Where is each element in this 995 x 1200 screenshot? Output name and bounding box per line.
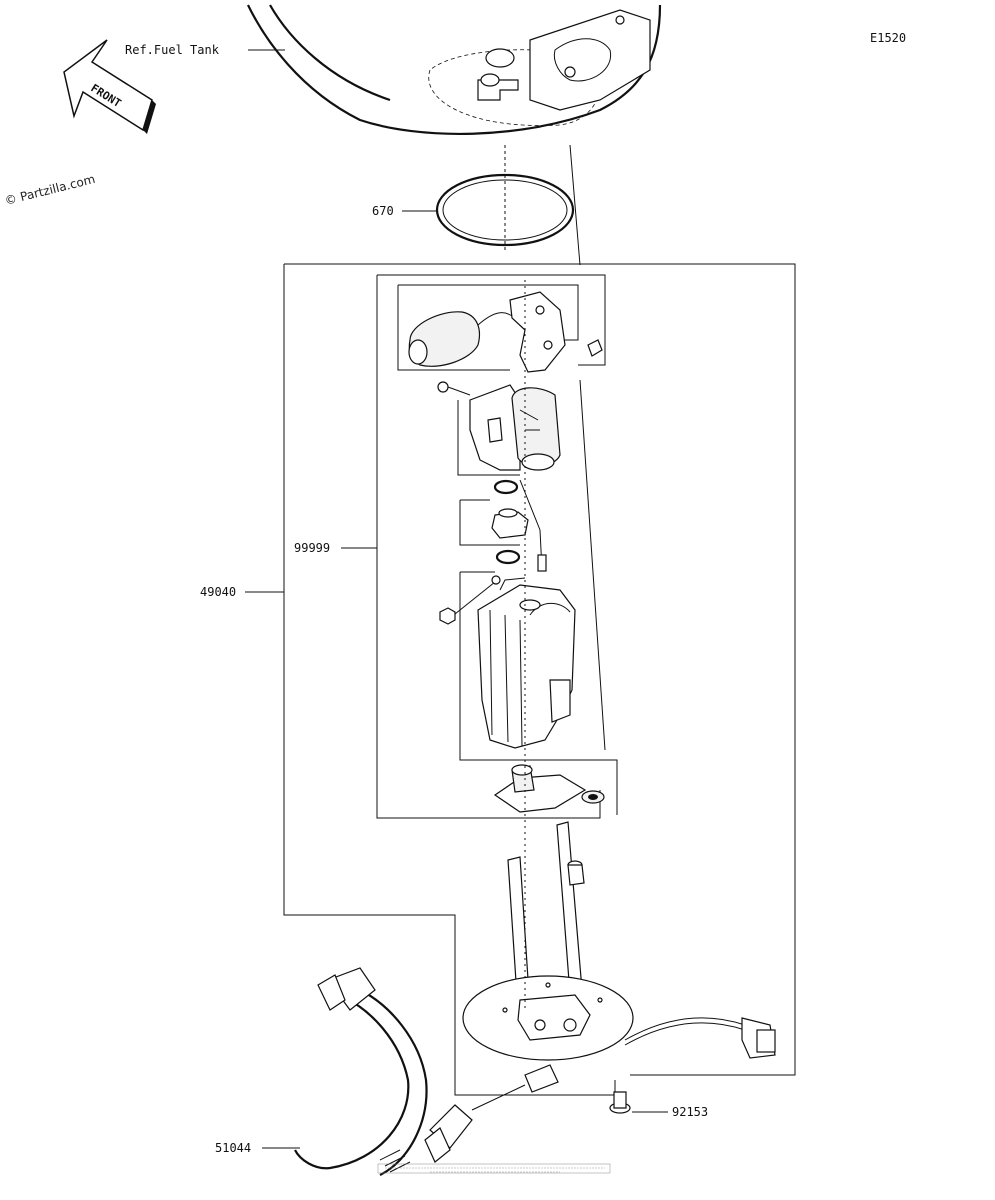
fuel-filter-housing	[477, 577, 576, 749]
bottom-filter	[493, 764, 587, 813]
ref-fuel-tank-label: Ref.Fuel Tank	[125, 43, 220, 57]
grommet	[581, 790, 605, 804]
callout-99999: 99999	[294, 541, 330, 555]
callout-92153: 92153	[672, 1105, 708, 1119]
nut	[439, 575, 501, 625]
bracket-99999	[377, 274, 606, 366]
hose-connect-line	[471, 1084, 526, 1111]
callout-51044: 51044	[215, 1141, 251, 1155]
pressure-regulator	[491, 508, 529, 539]
front-arrow-icon: FRONT	[63, 39, 156, 134]
o-ring-lower	[495, 549, 521, 565]
fuel-pump-motor	[469, 384, 561, 471]
fuel-hose-51044	[294, 967, 473, 1176]
fuel-level-sender	[408, 291, 603, 373]
watermark: © Partzilla.com	[3, 172, 96, 208]
fuel-tank	[247, 4, 662, 136]
fine-print-strip	[377, 1163, 611, 1174]
pump-flange-plate	[462, 975, 634, 1061]
screw-top-left	[437, 381, 471, 396]
ring-670	[435, 173, 575, 247]
pump-bracket-rods	[507, 821, 585, 1013]
harness-wire	[519, 479, 543, 571]
electrical-connector	[741, 1017, 776, 1059]
callout-670: 670	[372, 204, 394, 218]
electrical-lead	[624, 1017, 746, 1041]
callout-49040: 49040	[200, 585, 236, 599]
outlet-fitting	[524, 1064, 559, 1093]
o-ring-upper	[493, 479, 519, 495]
diagram-code: E1520	[870, 31, 906, 45]
screw-92153	[609, 1091, 631, 1114]
bracket-49040	[284, 263, 796, 1076]
